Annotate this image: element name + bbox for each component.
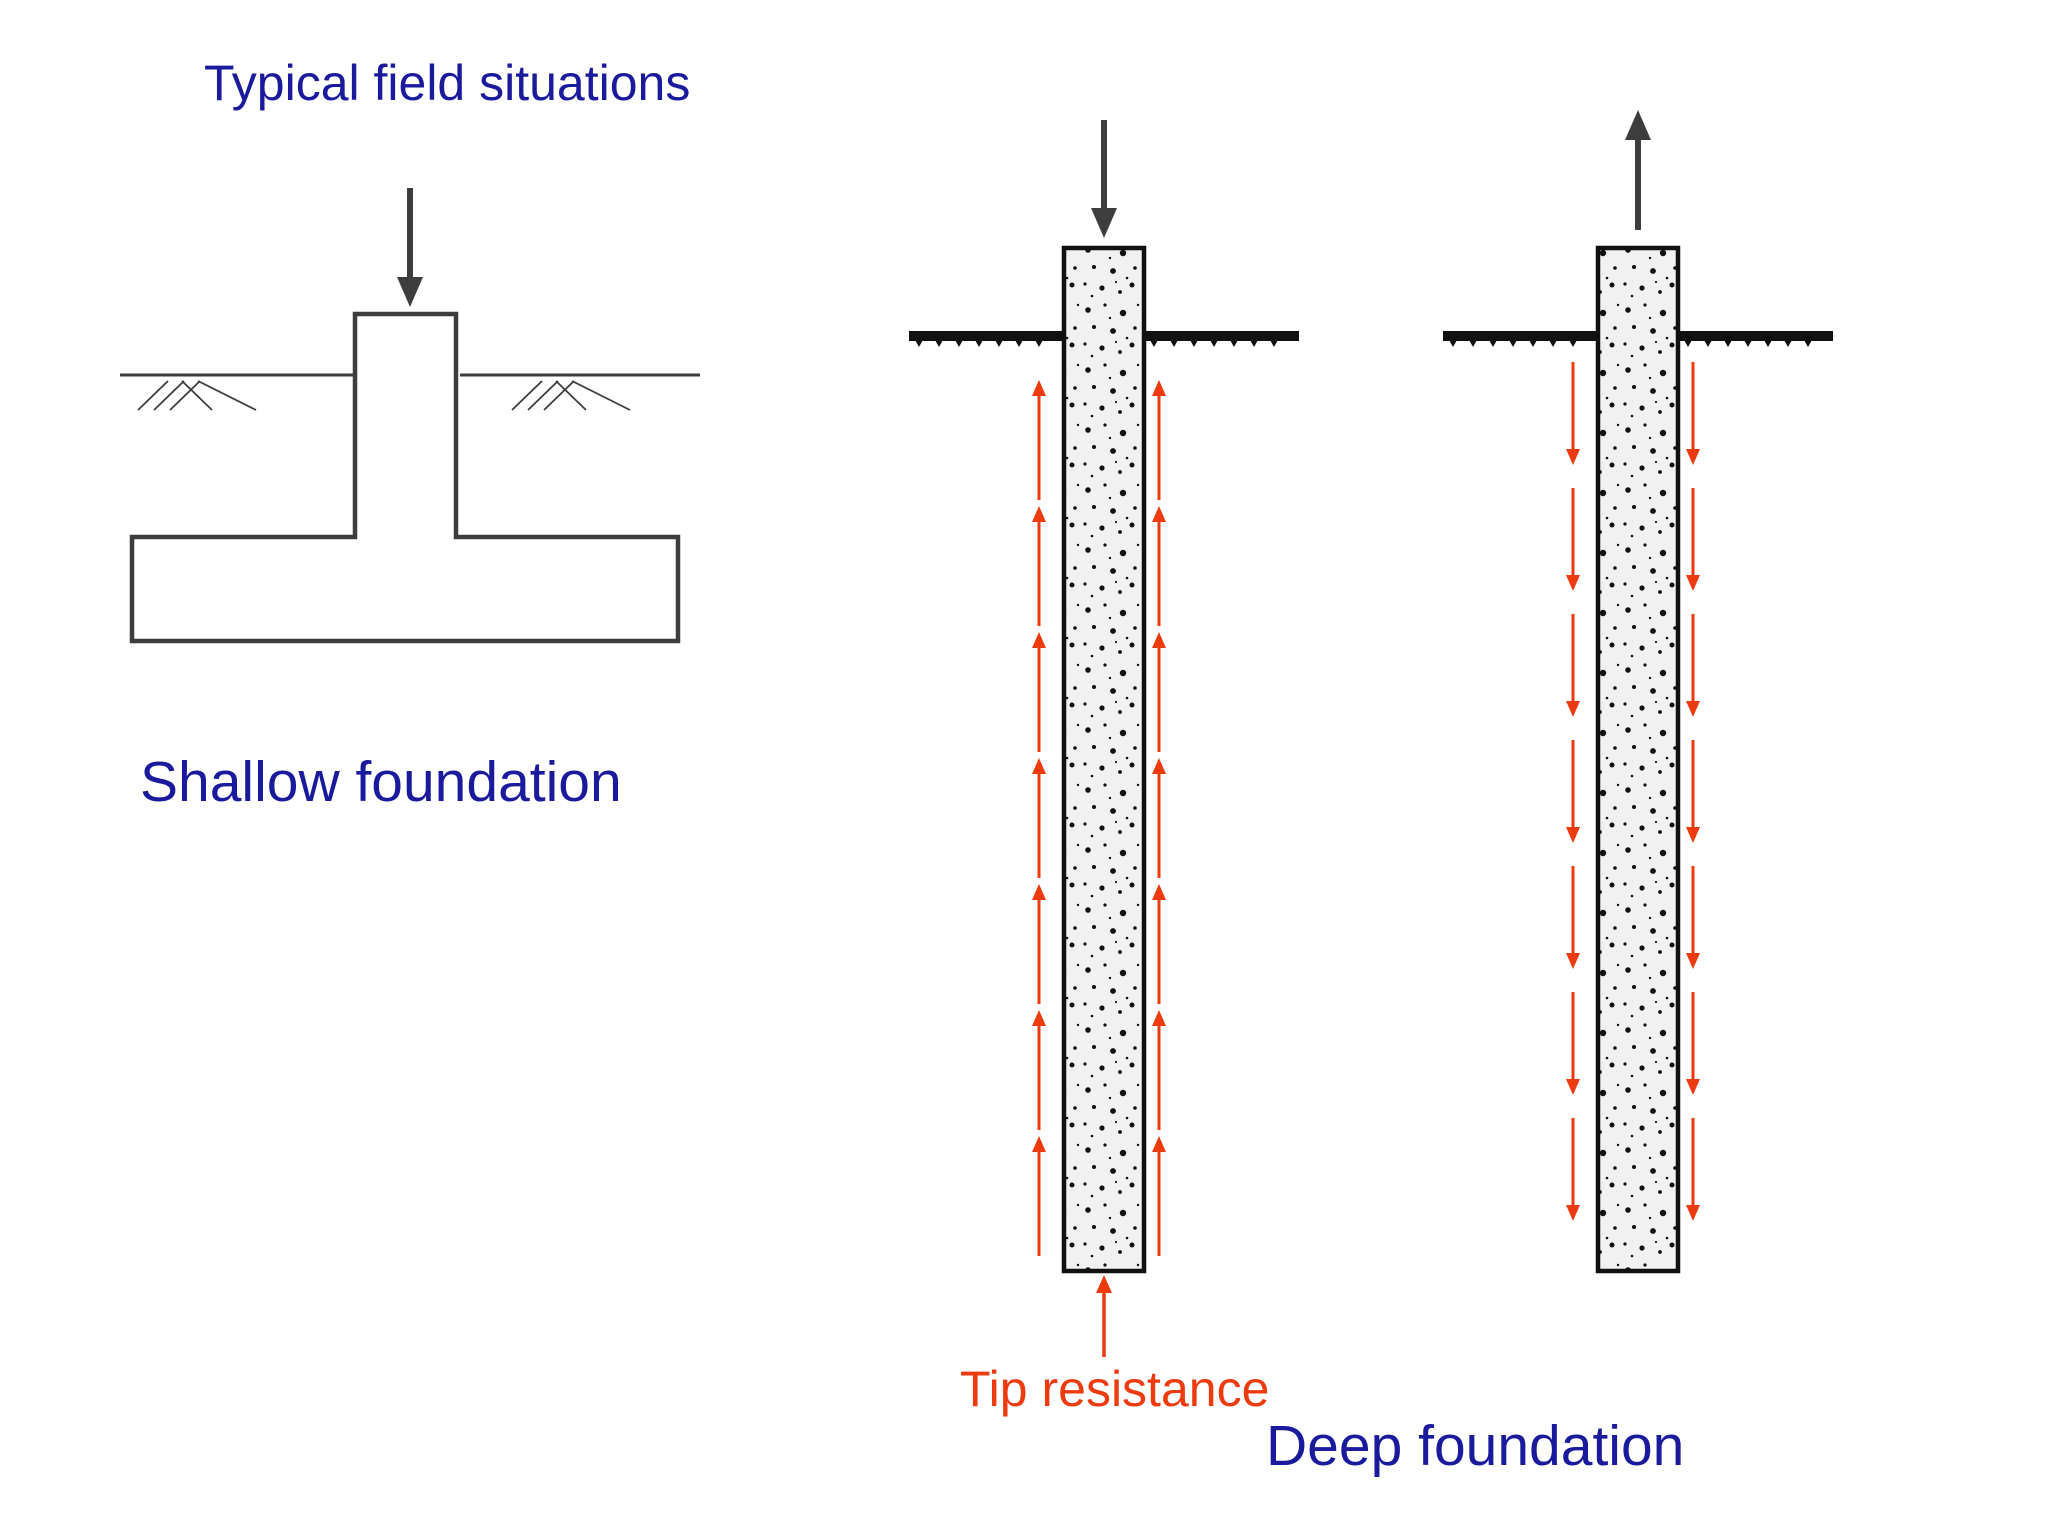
skin-friction-arrow-icon [1686, 1118, 1700, 1221]
skin-friction-arrow-icon [1566, 740, 1580, 843]
skin-friction-arrow-icon [1152, 506, 1166, 626]
soil-hatch-left [137, 380, 257, 411]
skin-friction-arrow-icon [1032, 380, 1046, 500]
skin-friction-arrow-icon [1686, 740, 1700, 843]
deep-foundation-label: Deep foundation [1266, 1414, 1685, 1478]
skin-friction-arrow-icon [1566, 362, 1580, 465]
load-arrow-icon [1091, 120, 1117, 238]
shallow-foundation-figure [120, 188, 700, 644]
skin-friction-arrow-icon [1032, 1136, 1046, 1256]
skin-friction-arrow-icon [1566, 992, 1580, 1095]
skin-friction-arrow-icon [1686, 992, 1700, 1095]
skin-friction-arrow-icon [1152, 632, 1166, 752]
diagram-title: Typical field situations [204, 55, 691, 111]
ground-surface-left [909, 331, 1064, 347]
skin-friction-arrow-icon [1152, 884, 1166, 1004]
footing-outline [129, 311, 681, 644]
tip-resistance-arrow-icon [1096, 1275, 1112, 1357]
uplift-arrow-icon [1625, 110, 1651, 230]
ground-surface-right [1144, 331, 1299, 347]
skin-friction-arrow-icon [1566, 1118, 1580, 1221]
skin-friction-arrow-icon [1152, 380, 1166, 500]
skin-friction-arrow-icon [1032, 632, 1046, 752]
concrete-pile [1595, 245, 1681, 1274]
skin-friction-arrow-icon [1152, 1010, 1166, 1130]
pile-under-uplift [1443, 110, 1833, 1274]
skin-friction-arrow-icon [1032, 758, 1046, 878]
skin-friction-arrow-icon [1686, 488, 1700, 591]
skin-friction-arrow-icon [1152, 758, 1166, 878]
skin-friction-arrow-icon [1566, 866, 1580, 969]
skin-friction-arrow-icon [1032, 884, 1046, 1004]
skin-friction-arrow-icon [1686, 866, 1700, 969]
load-arrow-icon [397, 188, 423, 307]
skin-friction-arrow-icon [1686, 614, 1700, 717]
skin-friction-arrow-icon [1152, 1136, 1166, 1256]
ground-surface-right [1678, 331, 1833, 347]
pile-under-compression [909, 120, 1299, 1357]
concrete-pile [1061, 245, 1147, 1274]
ground-surface-left [1443, 331, 1598, 347]
shallow-foundation-label: Shallow foundation [140, 750, 622, 814]
soil-hatch-right [511, 380, 631, 411]
tip-resistance-label: Tip resistance [960, 1361, 1270, 1417]
skin-friction-arrow-icon [1566, 614, 1580, 717]
skin-friction-arrow-icon [1566, 488, 1580, 591]
skin-friction-arrow-icon [1686, 362, 1700, 465]
skin-friction-arrow-icon [1032, 506, 1046, 626]
skin-friction-arrow-icon [1032, 1010, 1046, 1130]
